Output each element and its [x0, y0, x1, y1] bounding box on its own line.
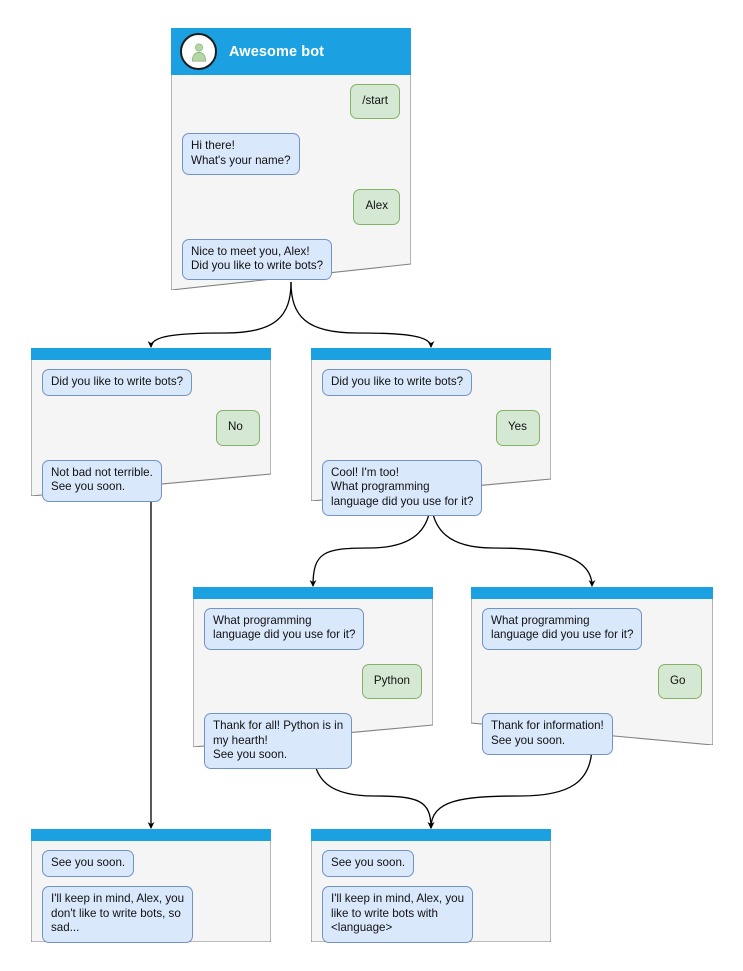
chat-thread: See you soon. I'll keep in mind, Alex, y… — [311, 841, 551, 943]
spacer — [482, 699, 702, 713]
chat-bubble-user[interactable]: No — [216, 410, 260, 446]
chat-bubble-bot[interactable]: Not bad not terrible. See you soon. — [42, 459, 162, 502]
spacer — [182, 119, 400, 133]
bot-name-label: Awesome bot — [229, 43, 325, 60]
chat-bubble-bot[interactable]: See you soon. — [322, 850, 415, 878]
node-header-bar: Awesome bot — [171, 28, 411, 75]
chat-node-go-branch[interactable]: What programming language did you use fo… — [471, 587, 713, 756]
chat-bubble-bot[interactable]: What programming language did you use fo… — [482, 608, 643, 650]
spacer — [204, 699, 422, 713]
chat-bubble-bot[interactable]: Thank for all! Python is in my hearth! S… — [204, 713, 353, 770]
edge-root-to-yes — [290, 281, 435, 348]
chat-thread: /start Hi there! What's your name? Alex … — [171, 75, 411, 281]
chat-bubble-bot[interactable]: See you soon. — [42, 850, 135, 878]
chat-bubble-user[interactable]: Yes — [496, 410, 540, 446]
chat-bubble-user[interactable]: /start — [350, 84, 400, 120]
edge-root-to-no — [147, 281, 292, 348]
chat-bubble-user[interactable]: Python — [361, 663, 422, 700]
chat-thread: Did you like to write bots? No Not bad n… — [31, 360, 271, 502]
person-avatar-icon — [180, 33, 217, 70]
chat-bubble-bot[interactable]: Did you like to write bots? — [42, 369, 193, 397]
chat-bubble-bot[interactable]: Cool! I'm too! What programming language… — [322, 459, 483, 517]
chat-node-end-happy[interactable]: See you soon. I'll keep in mind, Alex, y… — [311, 829, 551, 943]
spacer — [482, 650, 702, 664]
spacer — [42, 877, 260, 886]
node-header-bar — [31, 348, 271, 360]
chat-bubble-bot[interactable]: I'll keep in mind, Alex, you like to wri… — [322, 886, 474, 943]
node-header-bar — [471, 587, 713, 599]
chat-thread: Did you like to write bots? Yes Cool! I'… — [311, 360, 551, 517]
spacer — [182, 175, 400, 189]
chat-bubble-user[interactable]: Alex — [353, 189, 400, 225]
chat-node-root[interactable]: Awesome bot /start Hi there! What's your… — [171, 28, 411, 290]
chat-bubble-bot[interactable]: Did you like to write bots? — [322, 369, 473, 397]
chat-bubble-bot[interactable]: I'll keep in mind, Alex, you don't like … — [42, 886, 194, 943]
node-header-bar — [311, 829, 551, 841]
chat-bubble-bot[interactable]: Nice to meet you, Alex! Did you like to … — [182, 238, 333, 281]
node-header-bar — [31, 829, 271, 841]
spacer — [322, 877, 540, 886]
chat-node-no-branch[interactable]: Did you like to write bots? No Not bad n… — [31, 348, 271, 502]
chat-node-end-sad[interactable]: See you soon. I'll keep in mind, Alex, y… — [31, 829, 271, 943]
spacer — [322, 396, 540, 410]
chat-node-python-branch[interactable]: What programming language did you use fo… — [193, 587, 433, 770]
chat-bubble-bot[interactable]: Hi there! What's your name? — [182, 133, 300, 176]
chat-node-yes-branch[interactable]: Did you like to write bots? Yes Cool! I'… — [311, 348, 551, 517]
chat-thread: What programming language did you use fo… — [193, 599, 433, 770]
spacer — [182, 225, 400, 239]
spacer — [42, 396, 260, 410]
chat-thread: See you soon. I'll keep in mind, Alex, y… — [31, 841, 271, 943]
edge-go-to-end-happy — [427, 744, 593, 829]
node-header-bar — [193, 587, 433, 599]
spacer — [322, 446, 540, 460]
chat-bubble-user[interactable]: Go — [658, 663, 702, 700]
node-header-bar — [311, 348, 551, 360]
chat-bubble-bot[interactable]: Thank for information! See you soon. — [482, 713, 613, 756]
chat-bubble-bot[interactable]: What programming language did you use fo… — [204, 608, 365, 650]
chat-thread: What programming language did you use fo… — [471, 599, 713, 756]
spacer — [204, 650, 422, 664]
spacer — [42, 446, 260, 460]
